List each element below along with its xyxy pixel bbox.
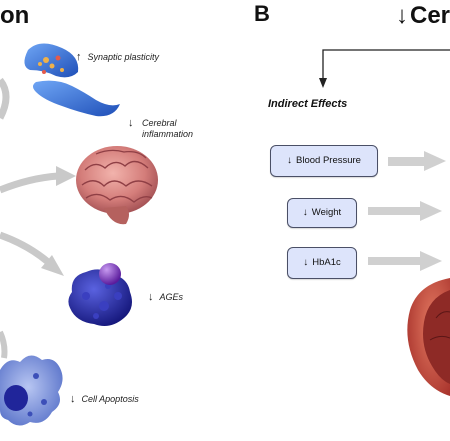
down-arrow-icon: ↓ xyxy=(303,257,309,268)
down-arrow-icon: ↓ xyxy=(396,2,408,29)
up-arrow-icon: ↑ xyxy=(76,51,82,63)
cell-illustration xyxy=(0,355,63,426)
gray-arrow-hba1c xyxy=(368,251,442,271)
gray-arrow-weight xyxy=(368,201,442,221)
down-arrow-icon: ↓ xyxy=(128,117,134,129)
synaptic-plasticity-label: ↑Synaptic plasticity xyxy=(76,51,160,63)
bracket-arrow xyxy=(319,49,450,88)
down-arrow-icon: ↓ xyxy=(70,393,76,405)
ages-label: ↓AGEs xyxy=(148,291,184,303)
panel-a-title: on xyxy=(0,2,30,29)
down-arrow-icon: ↓ xyxy=(302,207,308,218)
cerebral-inflammation-label: ↓ Cerebral inflammation xyxy=(128,117,194,140)
indirect-effects-title: Indirect Effects xyxy=(268,98,348,110)
effect-box-hba1c: ↓ HbA1c xyxy=(287,247,357,279)
synapse-illustration xyxy=(24,43,120,117)
panel-b-title: ↓Cer xyxy=(396,2,450,29)
protein-illustration xyxy=(68,263,132,326)
down-arrow-icon: ↓ xyxy=(287,155,293,166)
cell-apoptosis-label: ↓Cell Apoptosis xyxy=(70,393,139,405)
curved-arrow-3 xyxy=(0,231,64,276)
effect-box-weight: ↓ Weight xyxy=(287,198,357,228)
curved-arrow-2 xyxy=(0,166,76,194)
heart-tissue-illustration xyxy=(407,278,450,396)
brain-illustration xyxy=(76,146,158,225)
down-arrow-icon: ↓ xyxy=(148,291,154,303)
panel-b-letter: B xyxy=(254,1,270,26)
gray-arrow-bp xyxy=(388,151,446,171)
effect-box-blood-pressure: ↓ Blood Pressure xyxy=(270,145,378,177)
curved-arrow-4 xyxy=(0,330,8,359)
curved-arrow-1 xyxy=(0,77,10,120)
